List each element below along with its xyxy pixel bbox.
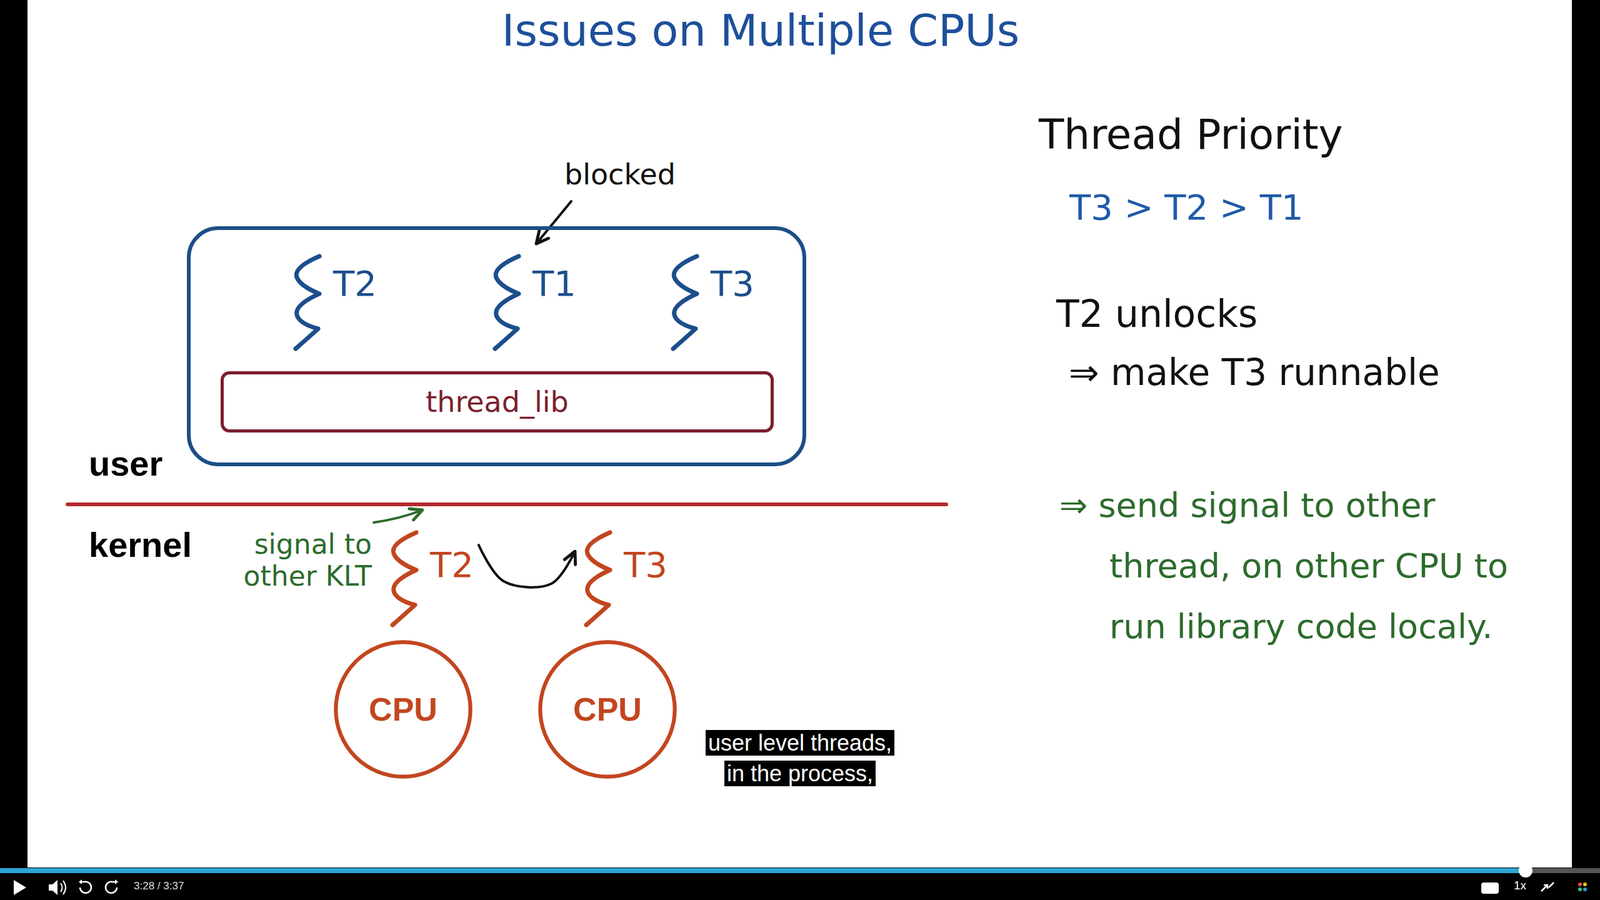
- thread-squiggle: [385, 528, 425, 629]
- thread-squiggle: [392, 532, 417, 625]
- space-label: kernel: [88, 525, 192, 565]
- cc-icon: [1481, 882, 1499, 894]
- note-text: ⇒ make T3 runnable: [1068, 351, 1440, 394]
- note-text-block: T2 unlocks: [1056, 291, 1258, 337]
- thread-squiggle: [665, 252, 706, 353]
- slide-title: Issues on Multiple CPUs: [501, 5, 1020, 57]
- play-icon: [13, 880, 27, 895]
- callout-label-block: blocked: [564, 157, 676, 192]
- signal-note: signal to other KLT: [243, 528, 372, 592]
- speed-control: 1x: [1513, 878, 1527, 892]
- user-thread: T1: [485, 250, 582, 355]
- user-thread: T3: [663, 250, 760, 355]
- player-bar: [0, 867, 1600, 900]
- title-block: Issues on Multiple CPUs: [416, 5, 1105, 57]
- thread-squiggle: [673, 256, 697, 349]
- node-text: T1: [532, 266, 577, 302]
- thread-squiggle: [295, 256, 320, 349]
- cpu-circle: CPU: [538, 640, 677, 779]
- space-label: user: [88, 443, 163, 484]
- leader-arrow: [373, 510, 423, 523]
- user-thread: T2: [285, 250, 382, 355]
- cpu-outline: [335, 641, 470, 777]
- volume-icon: [60, 880, 66, 895]
- kernel-thread: T2: [382, 526, 479, 632]
- user-kernel-boundary: [67, 502, 947, 507]
- note-heading: Thread Priority: [1038, 110, 1344, 159]
- signal-arrow: [478, 545, 575, 588]
- cpu-circle: CPU: [333, 640, 473, 779]
- library-box: thread_lib: [220, 371, 774, 433]
- thread-squiggle: [288, 252, 329, 353]
- subtitle-text-block: user level threads, in the process,: [700, 728, 900, 789]
- thread-squiggle: [586, 532, 610, 625]
- forward-icon: [115, 879, 119, 885]
- side-border: [1571, 0, 1600, 869]
- priority-order-block: T3 > T2 > T1: [1069, 186, 1304, 229]
- fullscreen-icon: [1541, 882, 1554, 892]
- speed-control-block: 1x: [1513, 878, 1527, 894]
- leader-arrow: [536, 201, 572, 244]
- progress-knob: [1518, 863, 1533, 878]
- priority-order: T3 > T2 > T1: [1069, 186, 1304, 228]
- node-text: thread_lib: [425, 385, 569, 419]
- volume-icon: [48, 880, 58, 895]
- player-logo: [1578, 882, 1587, 892]
- progress-track: [0, 868, 1600, 874]
- rewind-icon: [78, 879, 82, 885]
- kernel-thread: T3: [576, 526, 673, 632]
- note-text-block: ⇒ send signal to other thread, on other …: [1059, 475, 1529, 658]
- thread-squiggle: [487, 252, 528, 353]
- note-heading-block: Thread Priority: [1038, 110, 1344, 160]
- node-text: T3: [710, 266, 755, 302]
- node-text: CPU: [573, 690, 642, 729]
- process-box: T2 T1 T3 thread_lib: [186, 226, 807, 467]
- space-label-block: kernel: [88, 523, 192, 566]
- subtitle-text: user level threads, in the process,: [705, 730, 895, 787]
- node-text: CPU: [368, 690, 438, 729]
- node-text: T2: [333, 266, 377, 302]
- note-text: ⇒ send signal to other thread, on other …: [1059, 485, 1509, 647]
- thread-squiggle: [578, 528, 619, 629]
- note-text-block: ⇒ make T3 runnable: [1068, 351, 1440, 395]
- time-display-block: 3:28 / 3:37: [133, 880, 184, 893]
- space-label-block: user: [88, 442, 163, 485]
- node-text: T3: [623, 547, 668, 583]
- progress-fill: [0, 868, 1526, 874]
- callout-label: blocked: [564, 157, 676, 192]
- cpu-outline: [540, 641, 675, 777]
- thread-squiggle: [495, 256, 519, 349]
- signal-note-block: signal to other KLT: [206, 528, 372, 592]
- node-text: T2: [430, 547, 474, 583]
- side-border: [0, 0, 28, 869]
- time-display: 3:28 / 3:37: [133, 880, 184, 892]
- note-text: T2 unlocks: [1056, 291, 1258, 336]
